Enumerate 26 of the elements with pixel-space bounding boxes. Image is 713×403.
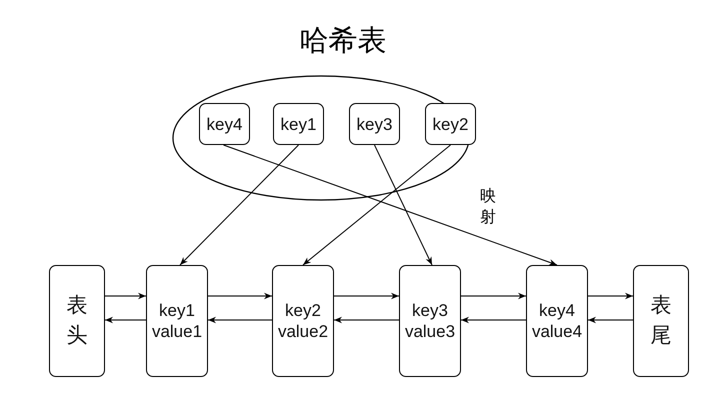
arrow: [208, 292, 272, 300]
arrow: [374, 144, 432, 266]
arrow: [588, 292, 634, 300]
key-box: key1: [273, 103, 324, 145]
arrow: [104, 292, 146, 300]
arrow: [334, 316, 400, 324]
key-box: key4: [199, 103, 250, 145]
arrow: [334, 292, 400, 300]
key-box: key3: [349, 103, 400, 145]
list-node-box: key3 value3: [399, 265, 461, 377]
arrow: [223, 144, 558, 266]
title: 哈希表: [298, 24, 388, 58]
list-node-box: key4 value4: [526, 265, 588, 377]
arrow: [588, 316, 634, 324]
arrow: [302, 144, 451, 266]
list-end-box: 表头: [49, 265, 105, 377]
list-end-box: 表尾: [633, 265, 689, 377]
key-box: key2: [425, 103, 476, 145]
arrow: [180, 144, 299, 266]
mapping-label: 映射: [479, 186, 497, 228]
arrow: [460, 316, 526, 324]
arrow: [460, 292, 526, 300]
list-node-box: key1 value1: [146, 265, 208, 377]
list-node-box: key2 value2: [272, 265, 334, 377]
arrow: [104, 316, 146, 324]
arrow: [208, 316, 272, 324]
